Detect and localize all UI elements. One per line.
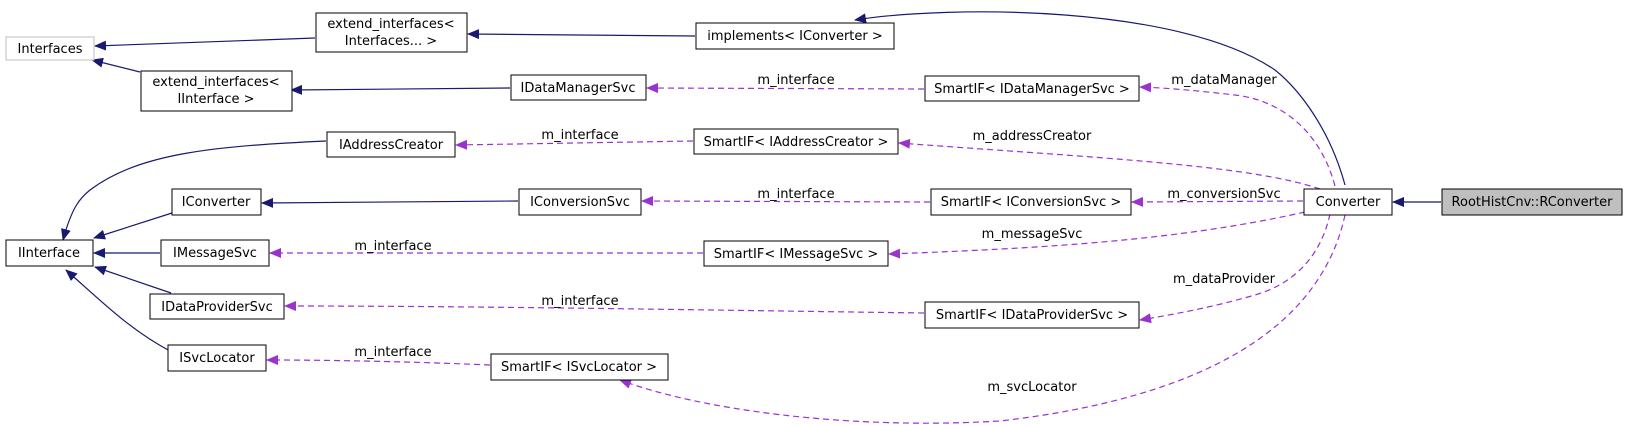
node-idatamanagersvc[interactable]: IDataManagerSvc: [510, 74, 647, 101]
edge-idataprovidersvc-to-iinterface: [94, 265, 172, 294]
node-iinterface[interactable]: IInterface: [5, 239, 94, 267]
edge-smartif-conversionsvc-to-iconversionsvc: [641, 196, 931, 207]
node-extend-interfaces-iinterface[interactable]: extend_interfaces< IInterface >: [140, 70, 293, 112]
edge-label-m-conversionsvc: m_conversionSvc: [1167, 187, 1280, 202]
node-label: SmartIF< IMessageSvc >: [714, 247, 879, 262]
node-iaddresscreator[interactable]: IAddressCreator: [326, 131, 456, 158]
node-label: SmartIF< IDataProviderSvc >: [936, 308, 1128, 323]
node-label-line2: Interfaces... >: [345, 34, 437, 49]
edge-iconverter-to-iinterface: [93, 212, 173, 240]
node-label: RootHistCnv::RConverter: [1452, 195, 1614, 210]
node-label: IConversionSvc: [530, 195, 630, 210]
edge-label-m-interface-messagesvc: m_interface: [354, 239, 431, 254]
edge-converter-to-smartif-messagesvc: [888, 211, 1306, 259]
node-roothistcnv-rconverter[interactable]: RootHistCnv::RConverter: [1441, 188, 1623, 216]
node-smartif-imessagesvc[interactable]: SmartIF< IMessageSvc >: [703, 240, 889, 267]
node-label: SmartIF< ISvcLocator >: [501, 360, 657, 375]
node-implements-iconverter[interactable]: implements< IConverter >: [695, 22, 895, 50]
edge-label-m-interface-dataprovider: m_interface: [541, 294, 618, 309]
node-label: SmartIF< IDataManagerSvc >: [934, 82, 1130, 97]
node-iconverter[interactable]: IConverter: [171, 188, 262, 216]
node-label: IMessageSvc: [173, 246, 257, 261]
edge-label-m-interface-conversionsvc: m_interface: [757, 187, 834, 202]
node-label: ISvcLocator: [179, 351, 255, 366]
edge-implements-to-extend-interfaces: [467, 29, 696, 40]
edge-labels: m_interface m_dataManager m_interface m_…: [354, 73, 1280, 395]
edge-smartif-dataprovider-to-idataprovidersvc: [284, 301, 925, 314]
node-imessagesvc[interactable]: IMessageSvc: [160, 239, 270, 267]
edge-label-m-interface-addresscreator: m_interface: [541, 128, 618, 143]
edge-label-m-messagesvc: m_messageSvc: [982, 227, 1083, 242]
edge-isvclocator-to-iinterface: [65, 269, 171, 352]
node-iconversionsvc[interactable]: IConversionSvc: [518, 188, 642, 216]
node-smartif-idataprovidersvc[interactable]: SmartIF< IDataProviderSvc >: [924, 301, 1140, 329]
edge-label-m-addresscreator: m_addressCreator: [973, 129, 1092, 144]
edge-label-m-dataprovider: m_dataProvider: [1173, 272, 1276, 287]
node-smartif-iaddresscreator[interactable]: SmartIF< IAddressCreator >: [693, 128, 899, 155]
node-label-line1: extend_interfaces<: [152, 75, 279, 90]
edge-converter-to-implements: [854, 11, 1346, 186]
node-label: IConverter: [182, 195, 251, 210]
node-converter[interactable]: Converter: [1303, 188, 1393, 216]
node-smartif-isvclocator[interactable]: SmartIF< ISvcLocator >: [490, 353, 669, 381]
node-label: IDataManagerSvc: [521, 81, 636, 96]
node-label: Converter: [1316, 195, 1381, 210]
node-label-line2: IInterface >: [177, 92, 254, 107]
node-isvclocator[interactable]: ISvcLocator: [167, 344, 267, 372]
edge-iconversionsvc-to-iconverter: [261, 197, 519, 208]
edge-label-m-svclocator: m_svcLocator: [987, 380, 1077, 395]
node-label: Interfaces: [18, 42, 83, 57]
edge-iaddresscreator-to-iinterface: [61, 140, 327, 241]
node-smartif-idatamanagersvc[interactable]: SmartIF< IDataManagerSvc >: [924, 75, 1140, 102]
edge-extend-iinterface-to-interfaces: [91, 57, 141, 73]
node-label: SmartIF< IConversionSvc >: [941, 195, 1122, 210]
node-label: IDataProviderSvc: [161, 300, 273, 315]
node-smartif-iconversionsvc[interactable]: SmartIF< IConversionSvc >: [930, 188, 1132, 216]
node-label: SmartIF< IAddressCreator >: [704, 135, 889, 150]
edge-converter-to-smartif-datamanager: [1139, 82, 1336, 187]
edge-idatamanagersvc-to-extend-iinterface: [290, 84, 511, 95]
usage-edges: [266, 82, 1346, 424]
node-interfaces[interactable]: Interfaces: [5, 36, 95, 61]
node-idataprovidersvc[interactable]: IDataProviderSvc: [149, 293, 285, 320]
edge-label-m-datamanager: m_dataManager: [1171, 73, 1277, 88]
edge-extend-interfaces-to-interfaces: [94, 37, 316, 51]
edge-converter-to-smartif-addresscreator: [898, 138, 1321, 190]
node-label: IAddressCreator: [339, 138, 444, 153]
nodes: Interfaces extend_interfaces< Interfaces…: [5, 12, 1623, 381]
edge-label-m-interface-datamanager: m_interface: [757, 73, 834, 88]
edge-converter-to-smartif-svclocator: [619, 214, 1346, 424]
node-extend-interfaces-variadic[interactable]: extend_interfaces< Interfaces... >: [315, 12, 468, 53]
node-label-line1: extend_interfaces<: [327, 17, 454, 32]
edge-smartif-datamanager-to-idatamanagersvc: [646, 83, 925, 94]
edge-converter-to-smartif-conversionsvc: [1131, 196, 1304, 207]
edge-smartif-svclocator-to-isvclocator: [266, 355, 491, 366]
node-label: IInterface: [18, 246, 80, 261]
edge-converter-to-smartif-dataprovider: [1139, 213, 1331, 324]
node-label: implements< IConverter >: [707, 29, 883, 44]
edge-label-m-interface-svclocator: m_interface: [354, 345, 431, 360]
inheritance-edges: [61, 11, 1441, 352]
